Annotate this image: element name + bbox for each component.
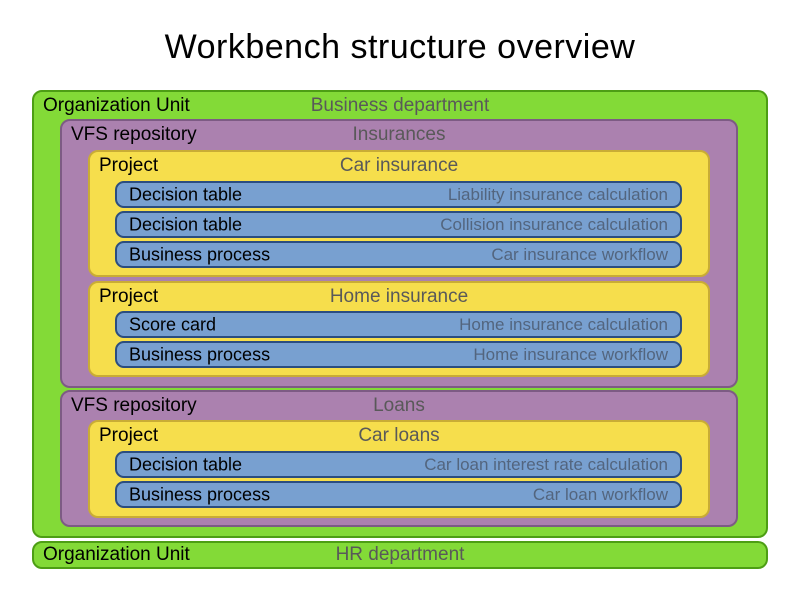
project-name-label: Car loans — [358, 425, 440, 446]
asset-box-car-loan-interest-rate-calculation: Decision table Car loan interest rate ca… — [115, 451, 682, 478]
asset-type-label: Business process — [129, 244, 271, 264]
project-name-label: Home insurance — [329, 286, 469, 307]
repository-type-label: VFS repository — [71, 395, 197, 416]
org-unit-name-label: HR department — [335, 544, 465, 565]
project-box-car-insurance: Project Car insurance Decision table Lia… — [88, 150, 710, 277]
org-unit-box-business-department: Organization Unit Business department VF… — [32, 90, 768, 538]
repository-name-label: Insurances — [352, 124, 446, 145]
asset-box-collision-insurance-calculation: Decision table Collision insurance calcu… — [115, 211, 682, 238]
vfs-repository-box-insurances: VFS repository Insurances Project Car in… — [60, 119, 738, 388]
project-type-label: Project — [99, 155, 159, 176]
project-name-label: Car insurance — [339, 155, 459, 176]
repository-type-label: VFS repository — [71, 124, 197, 145]
asset-box-home-insurance-workflow: Business process Home insurance workflow — [115, 341, 682, 368]
org-unit-type-label: Organization Unit — [43, 95, 190, 116]
asset-type-label: Decision table — [129, 454, 243, 474]
project-box-car-loans: Project Car loans Decision table Car loa… — [88, 420, 710, 518]
project-type-label: Project — [99, 425, 159, 446]
asset-name-label: Home insurance workflow — [473, 344, 668, 364]
asset-type-label: Business process — [129, 344, 271, 364]
org-unit-name-label: Business department — [310, 95, 490, 116]
asset-name-label: Car loan workflow — [532, 484, 668, 504]
asset-type-label: Business process — [129, 484, 271, 504]
asset-box-home-insurance-calculation: Score card Home insurance calculation — [115, 311, 682, 338]
asset-name-label: Car insurance workflow — [491, 244, 668, 264]
asset-type-label: Decision table — [129, 184, 243, 204]
asset-name-label: Car loan interest rate calculation — [424, 454, 668, 474]
asset-type-label: Score card — [129, 314, 217, 334]
asset-name-label: Home insurance calculation — [459, 314, 668, 334]
asset-box-car-insurance-workflow: Business process Car insurance workflow — [115, 241, 682, 268]
repository-name-label: Loans — [373, 395, 425, 416]
asset-name-label: Liability insurance calculation — [447, 184, 668, 204]
asset-type-label: Decision table — [129, 214, 243, 234]
asset-name-label: Collision insurance calculation — [440, 214, 668, 234]
diagram-title: Workbench structure overview — [164, 28, 636, 66]
project-box-home-insurance: Project Home insurance Score card Home i… — [88, 281, 710, 377]
org-unit-type-label: Organization Unit — [43, 544, 190, 565]
vfs-repository-box-loans: VFS repository Loans Project Car loans D… — [60, 390, 738, 527]
asset-box-liability-insurance-calculation: Decision table Liability insurance calcu… — [115, 181, 682, 208]
org-unit-box-hr-department: Organization Unit HR department — [32, 541, 768, 569]
asset-box-car-loan-workflow: Business process Car loan workflow — [115, 481, 682, 508]
project-type-label: Project — [99, 286, 159, 307]
